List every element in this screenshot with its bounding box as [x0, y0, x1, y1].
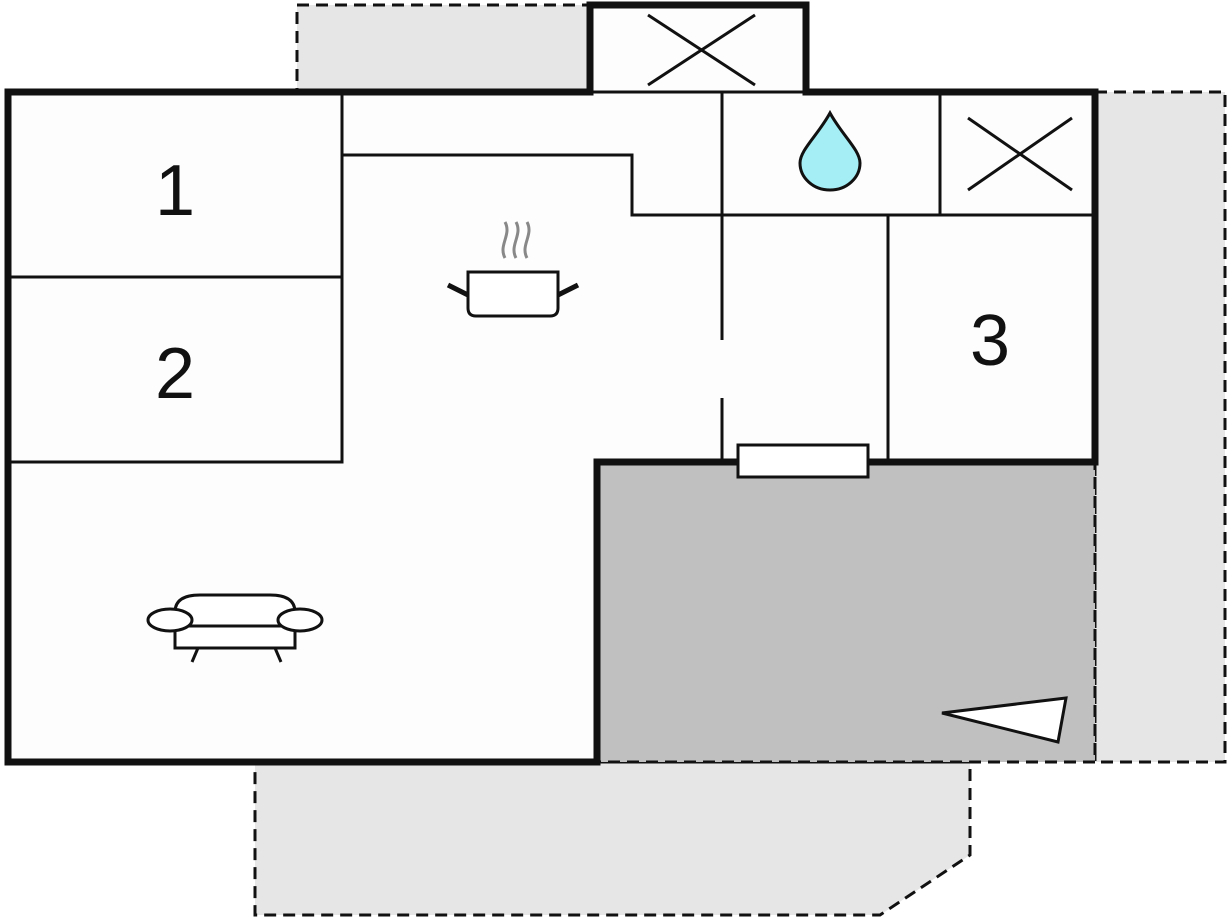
bottom-terrace: [253, 760, 972, 917]
sofa-icon: [146, 593, 324, 663]
interior-walls: [8, 90, 1092, 464]
top-terrace: [295, 3, 592, 94]
water-drop-icon: [798, 109, 862, 192]
view-direction-icon: [941, 696, 1068, 744]
pot-icon: [446, 221, 580, 318]
house-interior: [8, 5, 1095, 762]
right-terrace: [1093, 90, 1227, 764]
ventilation-x-icon: [647, 13, 756, 87]
room-label-3: 3: [970, 301, 1010, 381]
ventilation-x-icon: [967, 116, 1073, 192]
room-label-2: 2: [155, 334, 195, 414]
window: [736, 443, 870, 479]
outer-walls: [4, 1, 1099, 766]
room-label-1: 1: [155, 151, 195, 231]
